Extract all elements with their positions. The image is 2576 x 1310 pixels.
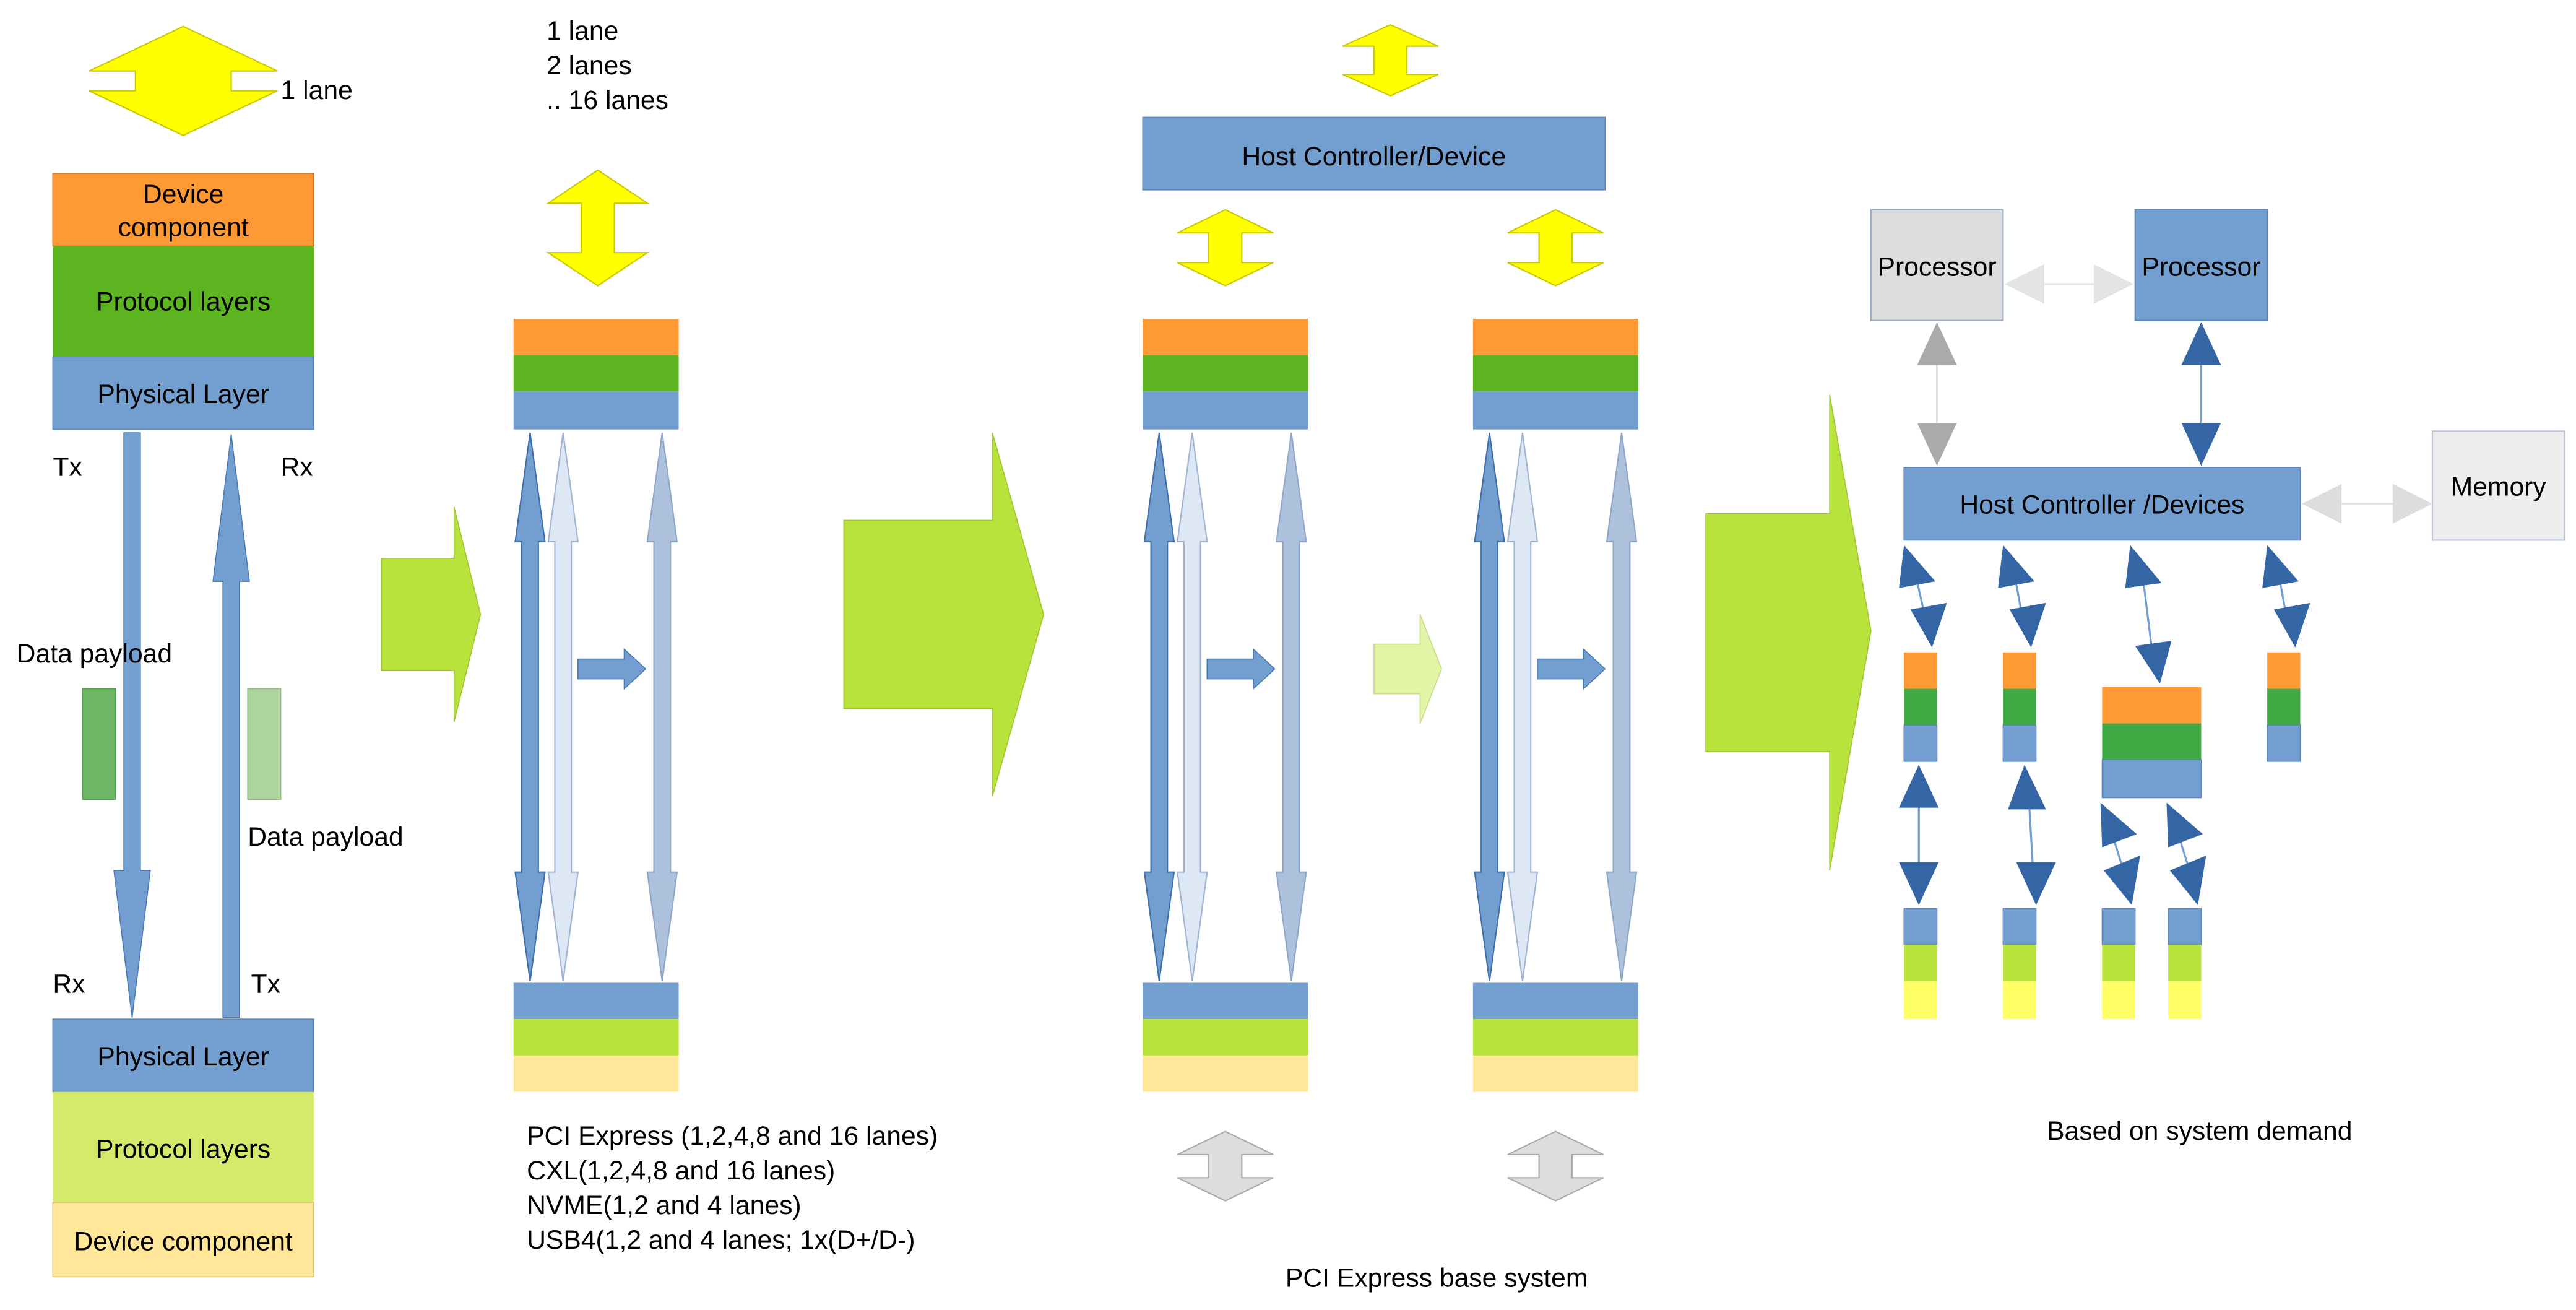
processor-1-label: Processor (1878, 253, 1997, 282)
transition-arrow-2 (843, 432, 1045, 797)
device-links-lower (1899, 765, 2206, 906)
device-links-upper (1899, 545, 2310, 684)
lanes-label-1: 1 lane (547, 16, 618, 46)
panel-3-caption: PCI Express base system (1286, 1263, 1588, 1293)
data-payload-label-left: Data payload (17, 639, 172, 669)
bottom-physical-layer-block (52, 1018, 314, 1093)
right-bottom-lime (1472, 1019, 1638, 1056)
bottom-physical-layer-label: Physical Layer (97, 1042, 269, 1072)
host-controllers-block (1903, 467, 2301, 541)
protocol-line-1: PCI Express (1,2,4,8 and 16 lanes) (527, 1121, 938, 1151)
device-stacks-top (1903, 652, 2301, 799)
protocol-layers-block (53, 246, 314, 357)
lanes-label-3: .. 16 lanes (547, 85, 668, 115)
physical-layer-block (52, 356, 314, 430)
protocol-line-2: CXL(1,2,4,8 and 16 lanes) (527, 1156, 835, 1186)
left-lane-arrows (1143, 432, 1307, 981)
processor-2-host-link (2181, 322, 2221, 466)
grey-arrow-left (1177, 1130, 1274, 1202)
stack-green (513, 355, 679, 392)
right-stack-green (1472, 355, 1638, 392)
right-bottom-blue (1472, 982, 1638, 1020)
processor-1-block (1870, 209, 2004, 321)
rx-up-arrow (212, 434, 250, 1018)
yellow-left-arrow (1177, 209, 1274, 287)
lane-arrows (514, 432, 678, 981)
left-bottom-blue (1143, 982, 1308, 1020)
transition-arrow-1 (381, 506, 482, 722)
left-stack-orange (1143, 318, 1308, 355)
yellow-top-arrow (1342, 24, 1439, 97)
lanes-label-2: 2 lanes (547, 51, 632, 80)
device-stacks-bottom (1903, 908, 2202, 1020)
panel-1-single-lane: 1 lane Device component Protocol layers … (17, 25, 404, 1278)
panel-3-pcie-base-system: Host Controller/Device (1142, 24, 1638, 1293)
host-controllers-label: Host Controller /Devices (1960, 490, 2244, 520)
right-stack-blue (1472, 391, 1638, 430)
protocol-line-4: USB4(1,2 and 4 lanes; 1x(D+/D-) (527, 1225, 915, 1255)
device-component-label-line2: component (118, 213, 249, 243)
host-controller-block (1142, 116, 1606, 191)
transition-arrow-3 (1705, 394, 1872, 871)
stack-blue (513, 391, 679, 430)
lane-label: 1 lane (281, 76, 353, 105)
right-bottom-yellow (1472, 1055, 1638, 1092)
memory-label: Memory (2451, 472, 2547, 501)
yellow-right-arrow (1507, 209, 1604, 287)
yellow-vertical-arrow (546, 169, 650, 287)
rx-label-top: Rx (281, 452, 313, 482)
tx-label-bottom: Tx (251, 969, 280, 999)
bottom-device-component-label: Device component (74, 1227, 293, 1257)
right-lane-arrows (1474, 432, 1638, 981)
data-payload-block-light (247, 688, 282, 800)
lane-right-arrow (577, 648, 647, 690)
device-component-block (52, 173, 314, 247)
tx-label-top: Tx (53, 452, 82, 482)
bottom-protocol-layers-label: Protocol layers (96, 1134, 270, 1164)
tx-down-arrow (113, 432, 151, 1018)
rx-label-bottom: Rx (53, 969, 85, 999)
left-stack-green (1143, 355, 1308, 392)
small-transition-arrow (1373, 614, 1443, 724)
stack-orange (513, 318, 679, 355)
processor-2-block (2134, 209, 2268, 321)
left-bottom-lime (1143, 1019, 1308, 1056)
right-stack-orange (1472, 318, 1638, 355)
stack-bottom-blue (513, 982, 679, 1020)
processor-link-arrow (2004, 264, 2134, 304)
panel-4-system-demand: Processor Processor Host Controller /Dev… (1870, 209, 2565, 1146)
data-payload-block-dark (82, 688, 116, 800)
protocol-line-3: NVME(1,2 and 4 lanes) (527, 1191, 802, 1220)
yellow-bidirectional-arrow (89, 25, 278, 136)
grey-arrow-right (1507, 1130, 1604, 1202)
protocol-layers-label: Protocol layers (96, 287, 270, 317)
panel-2-multi-lane: 1 lane 2 lanes .. 16 lanes PCI Express (… (513, 16, 938, 1255)
device-component-label: Device (143, 180, 223, 209)
memory-link-arrow (2302, 484, 2432, 524)
physical-layer-label: Physical Layer (97, 380, 269, 409)
memory-block (2431, 430, 2565, 541)
left-stack-blue (1143, 391, 1308, 430)
processor-1-host-link (1917, 322, 1957, 466)
left-bottom-yellow (1143, 1055, 1308, 1092)
processor-2-label: Processor (2142, 253, 2260, 282)
bottom-device-component-block (52, 1202, 314, 1278)
stack-bottom-yellow (513, 1055, 679, 1092)
data-payload-label-right: Data payload (248, 822, 403, 852)
bottom-protocol-layers-block (53, 1091, 314, 1203)
stack-bottom-lime (513, 1019, 679, 1056)
panel-4-caption: Based on system demand (2047, 1116, 2352, 1146)
host-controller-label: Host Controller/Device (1242, 142, 1506, 171)
